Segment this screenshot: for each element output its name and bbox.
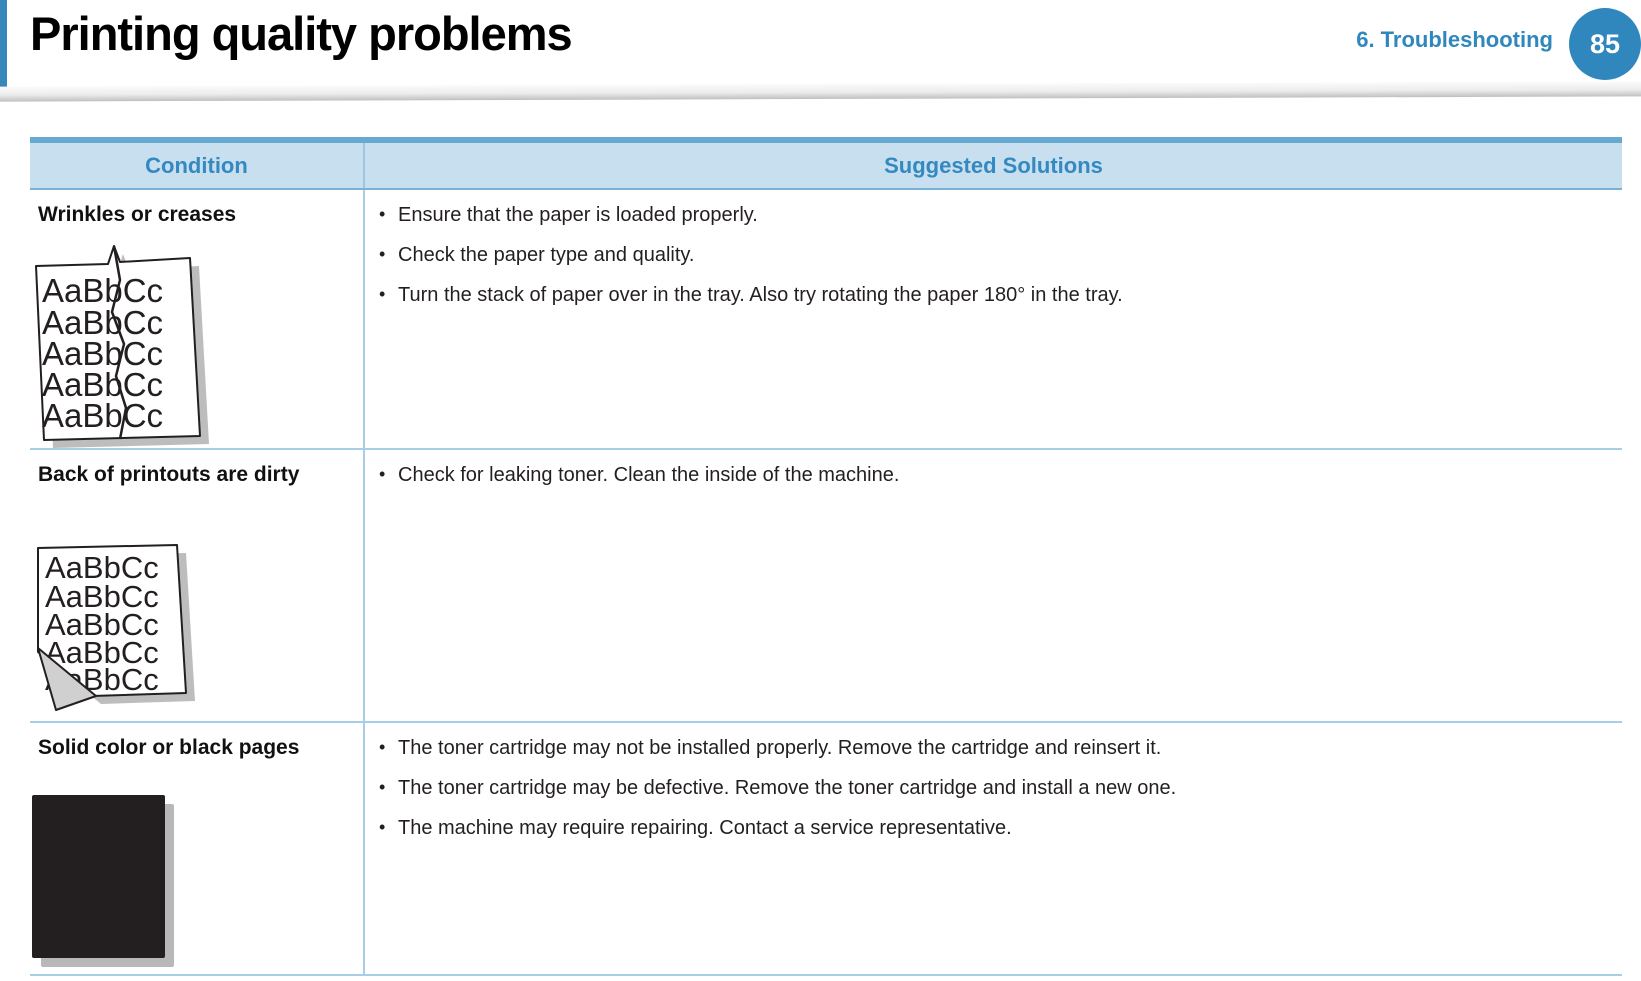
- table-row: Solid color or black pages The toner car…: [30, 723, 1622, 976]
- svg-text:AaBbCc: AaBbCc: [45, 607, 159, 642]
- svg-text:AaBbCc: AaBbCc: [45, 550, 159, 585]
- page-title: Printing quality problems: [30, 7, 573, 60]
- solution-item: Check for leaking toner. Clean the insid…: [377, 462, 1602, 488]
- solution-item: The machine may require repairing. Conta…: [377, 815, 1602, 841]
- solutions-list: Check for leaking toner. Clean the insid…: [377, 462, 1602, 488]
- column-header-suggested-solutions: Suggested Solutions: [884, 152, 1103, 178]
- table-header-row: Condition Suggested Solutions: [30, 137, 1622, 190]
- sample-text-lines: AaBbCc AaBbCc AaBbCc AaBbCc AaBbCc: [42, 272, 163, 434]
- page-number-badge: 85: [1569, 8, 1641, 80]
- table-row: Wrinkles or creases AaBbCc AaBbCc AaBbCc…: [30, 190, 1622, 450]
- sample-text-lines: AaBbCc AaBbCc AaBbCc AaBbCc AaBbCc: [45, 550, 159, 697]
- solution-item: Turn the stack of paper over in the tray…: [377, 282, 1602, 308]
- svg-text:AaBbCc: AaBbCc: [42, 397, 163, 434]
- svg-text:AaBbCc: AaBbCc: [42, 366, 163, 403]
- table-row: Back of printouts are dirty AaBbCc AaBbC…: [30, 450, 1622, 723]
- solution-item: The toner cartridge may be defective. Re…: [377, 775, 1602, 801]
- solutions-list: Ensure that the paper is loaded properly…: [377, 202, 1602, 308]
- svg-text:AaBbCc: AaBbCc: [45, 579, 159, 614]
- condition-cell: Wrinkles or creases AaBbCc AaBbCc AaBbCc…: [30, 190, 365, 448]
- troubleshooting-table: Condition Suggested Solutions Wrinkles o…: [30, 137, 1622, 976]
- solid-black-page-image: [32, 795, 174, 967]
- svg-text:AaBbCc: AaBbCc: [42, 335, 163, 372]
- svg-text:AaBbCc: AaBbCc: [45, 635, 159, 670]
- folded-corner: [37, 647, 97, 711]
- condition-title: Wrinkles or creases: [38, 203, 237, 226]
- accent-bar: [0, 0, 7, 88]
- svg-text:AaBbCc: AaBbCc: [42, 272, 163, 309]
- condition-cell: Back of printouts are dirty AaBbCc AaBbC…: [30, 450, 365, 721]
- chapter-label: 6. Troubleshooting: [1356, 27, 1553, 52]
- condition-title: Back of printouts are dirty: [38, 463, 300, 486]
- condition-title: Solid color or black pages: [38, 736, 300, 759]
- solutions-cell: The toner cartridge may not be installed…: [365, 723, 1622, 974]
- wrinkled-paper-image: AaBbCc AaBbCc AaBbCc AaBbCc AaBbCc: [35, 245, 209, 448]
- solution-item: Check the paper type and quality.: [377, 242, 1602, 268]
- solutions-list: The toner cartridge may not be installed…: [377, 735, 1602, 841]
- svg-text:AaBbCc: AaBbCc: [42, 304, 163, 341]
- solution-item: Ensure that the paper is loaded properly…: [377, 202, 1602, 228]
- black-page: [32, 795, 165, 958]
- paper-outline: [35, 245, 201, 441]
- paper-outline: [37, 544, 187, 697]
- header-shadow-divider: [0, 81, 1641, 102]
- column-header-condition: Condition: [30, 143, 365, 188]
- solutions-cell: Check for leaking toner. Clean the insid…: [365, 450, 1622, 721]
- crease-line: [110, 245, 128, 440]
- condition-cell: Solid color or black pages: [30, 723, 365, 974]
- folded-corner-paper-image: AaBbCc AaBbCc AaBbCc AaBbCc AaBbCc: [37, 544, 195, 711]
- solutions-cell: Ensure that the paper is loaded properly…: [365, 190, 1622, 448]
- solution-item: The toner cartridge may not be installed…: [377, 735, 1602, 761]
